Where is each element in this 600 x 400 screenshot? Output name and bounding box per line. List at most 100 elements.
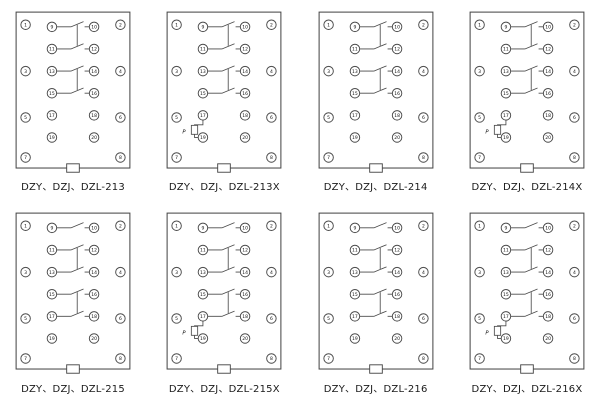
terminal-circle bbox=[542, 223, 554, 234]
terminal-circle bbox=[171, 220, 183, 232]
terminal-circle bbox=[391, 88, 402, 99]
terminal-14: 14 bbox=[88, 65, 100, 77]
terminal-5: 5 bbox=[20, 313, 31, 325]
terminal-circle bbox=[46, 21, 58, 33]
contact-switch-row-4 bbox=[510, 289, 544, 296]
panel-label: DZY、DZJ、DZL-213 bbox=[21, 182, 125, 194]
terminal-circle bbox=[115, 267, 126, 278]
terminal-circle bbox=[198, 267, 209, 278]
terminal-circle bbox=[500, 21, 512, 33]
terminal-1: 1 bbox=[474, 220, 485, 232]
terminal-circle bbox=[349, 21, 360, 33]
terminal-circle bbox=[569, 220, 580, 232]
terminal-circle bbox=[240, 132, 251, 143]
terminal-number: 13 bbox=[352, 69, 358, 75]
relay-case-outline bbox=[469, 11, 585, 169]
terminal-number: 12 bbox=[91, 248, 97, 254]
terminal-4: 4 bbox=[115, 65, 126, 77]
terminal-number: 4 bbox=[119, 69, 122, 75]
terminal-10: 10 bbox=[542, 21, 554, 33]
terminal-2: 2 bbox=[115, 19, 126, 30]
terminal-circle bbox=[417, 313, 429, 325]
terminal-number: 1 bbox=[24, 22, 27, 28]
terminal-number: 16 bbox=[243, 292, 249, 298]
terminal-13: 13 bbox=[46, 267, 58, 278]
terminal-circle bbox=[115, 19, 126, 30]
terminal-1: 1 bbox=[323, 220, 334, 232]
terminal-circle bbox=[542, 311, 554, 323]
terminal-16: 16 bbox=[391, 289, 402, 300]
terminal-number: 15 bbox=[49, 91, 55, 97]
terminal-number: 16 bbox=[545, 292, 551, 298]
terminal-20: 20 bbox=[542, 333, 554, 345]
terminal-number: 13 bbox=[352, 270, 358, 276]
terminal-number: 5 bbox=[327, 317, 330, 323]
terminal-19: 19 bbox=[500, 333, 512, 345]
terminal-5: 5 bbox=[20, 112, 31, 123]
terminal-18: 18 bbox=[542, 110, 554, 121]
terminal-number: 1 bbox=[175, 22, 178, 28]
terminal-circle bbox=[349, 223, 360, 234]
terminal-circle bbox=[46, 333, 58, 345]
terminal-1: 1 bbox=[171, 19, 183, 30]
terminal-number: 4 bbox=[119, 270, 122, 276]
terminal-7: 7 bbox=[323, 353, 334, 365]
terminal-number: 2 bbox=[119, 224, 122, 230]
terminal-circle bbox=[198, 245, 209, 256]
terminal-number: 7 bbox=[327, 357, 330, 363]
terminal-circle bbox=[88, 65, 100, 77]
terminal-17: 17 bbox=[349, 110, 360, 121]
contact-switch-row-1 bbox=[56, 21, 90, 28]
terminal-circle bbox=[266, 65, 277, 77]
terminal-17: 17 bbox=[46, 311, 58, 323]
terminal-number: 8 bbox=[573, 357, 576, 363]
terminal-2: 2 bbox=[569, 19, 580, 30]
terminal-circle bbox=[542, 132, 554, 143]
terminal-circle bbox=[474, 353, 485, 365]
terminal-number: 15 bbox=[352, 91, 358, 97]
contact-lines bbox=[359, 222, 392, 318]
terminal-circle bbox=[88, 110, 100, 121]
terminal-circle bbox=[323, 112, 334, 123]
terminal-number: 17 bbox=[200, 314, 206, 320]
terminal-4: 4 bbox=[569, 65, 580, 77]
terminal-circle bbox=[198, 311, 209, 323]
terminal-number: 6 bbox=[573, 317, 576, 323]
contact-switch-row-2 bbox=[207, 43, 241, 50]
terminal-circle bbox=[349, 289, 360, 300]
terminal-circle bbox=[240, 289, 251, 300]
terminal-number: 20 bbox=[545, 337, 551, 343]
terminal-7: 7 bbox=[474, 152, 485, 163]
terminal-number: 13 bbox=[49, 69, 55, 75]
terminal-13: 13 bbox=[198, 267, 209, 278]
p-resistor: P bbox=[183, 321, 204, 340]
terminal-circle bbox=[20, 152, 31, 163]
terminal-number: 14 bbox=[394, 69, 400, 75]
terminal-14: 14 bbox=[542, 65, 554, 77]
terminal-circle bbox=[500, 43, 512, 55]
terminal-circle bbox=[500, 289, 512, 300]
terminal-circle bbox=[474, 152, 485, 163]
terminal-13: 13 bbox=[46, 65, 58, 77]
terminal-number: 7 bbox=[175, 357, 178, 363]
terminal-number: 13 bbox=[503, 69, 509, 75]
terminal-7: 7 bbox=[474, 353, 485, 365]
terminal-number: 8 bbox=[422, 357, 425, 363]
contact-switch-row-4 bbox=[510, 87, 544, 94]
terminal-2: 2 bbox=[115, 220, 126, 232]
contact-lines bbox=[56, 21, 90, 94]
terminal-20: 20 bbox=[240, 132, 251, 143]
terminal-number: 1 bbox=[478, 22, 481, 28]
terminal-circle bbox=[20, 19, 31, 30]
terminal-number: 8 bbox=[119, 155, 122, 161]
terminal-circle bbox=[20, 220, 31, 232]
terminal-number: 15 bbox=[200, 292, 206, 298]
terminal-circle bbox=[198, 65, 209, 77]
terminal-circle bbox=[323, 152, 334, 163]
terminal-11: 11 bbox=[198, 245, 209, 256]
terminal-circle bbox=[46, 289, 58, 300]
terminal-circle bbox=[500, 132, 512, 143]
terminal-circle bbox=[349, 88, 360, 99]
terminal-3: 3 bbox=[20, 267, 31, 278]
terminal-11: 11 bbox=[500, 245, 512, 256]
